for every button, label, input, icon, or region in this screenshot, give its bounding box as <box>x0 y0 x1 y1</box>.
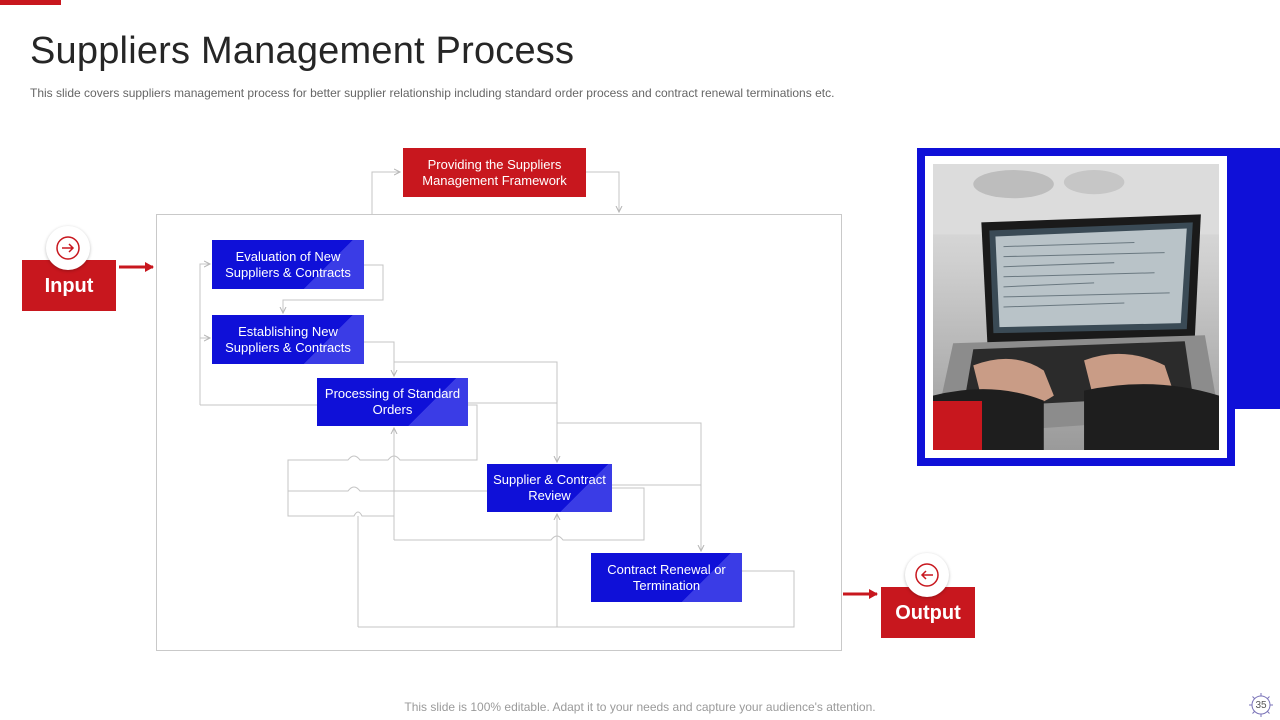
arrow-left-circle-icon <box>905 553 949 597</box>
arrow-right-circle-icon <box>46 226 90 270</box>
step-renewal: Contract Renewal or Termination <box>591 553 742 602</box>
top-accent-bar <box>0 0 61 5</box>
step-processing: Processing of Standard Orders <box>317 378 468 426</box>
input-box: Input <box>22 260 116 311</box>
laptop-illustration <box>933 164 1219 450</box>
page-number: 35 <box>1255 699 1267 711</box>
photo-inner-border <box>925 156 1227 458</box>
input-label: Input <box>44 275 94 297</box>
page-number-badge: 35 <box>1247 691 1275 719</box>
step-evaluation: Evaluation of New Suppliers & Contracts <box>212 240 364 289</box>
photo-red-accent <box>933 401 982 450</box>
photo-frame <box>917 148 1235 466</box>
step-establishing: Establishing New Suppliers & Contracts <box>212 315 364 364</box>
blue-accent-panel <box>1235 148 1280 409</box>
framework-box: Providing the Suppliers Management Frame… <box>403 148 586 197</box>
output-label: Output <box>895 602 961 624</box>
gear-icon <box>1249 693 1273 717</box>
process-frame <box>156 214 842 651</box>
step-review: Supplier & Contract Review <box>487 464 612 512</box>
page-subtitle: This slide covers suppliers management p… <box>30 86 835 100</box>
footer-note: This slide is 100% editable. Adapt it to… <box>404 700 876 714</box>
page-title: Suppliers Management Process <box>30 30 575 72</box>
laptop-photo <box>933 164 1219 450</box>
